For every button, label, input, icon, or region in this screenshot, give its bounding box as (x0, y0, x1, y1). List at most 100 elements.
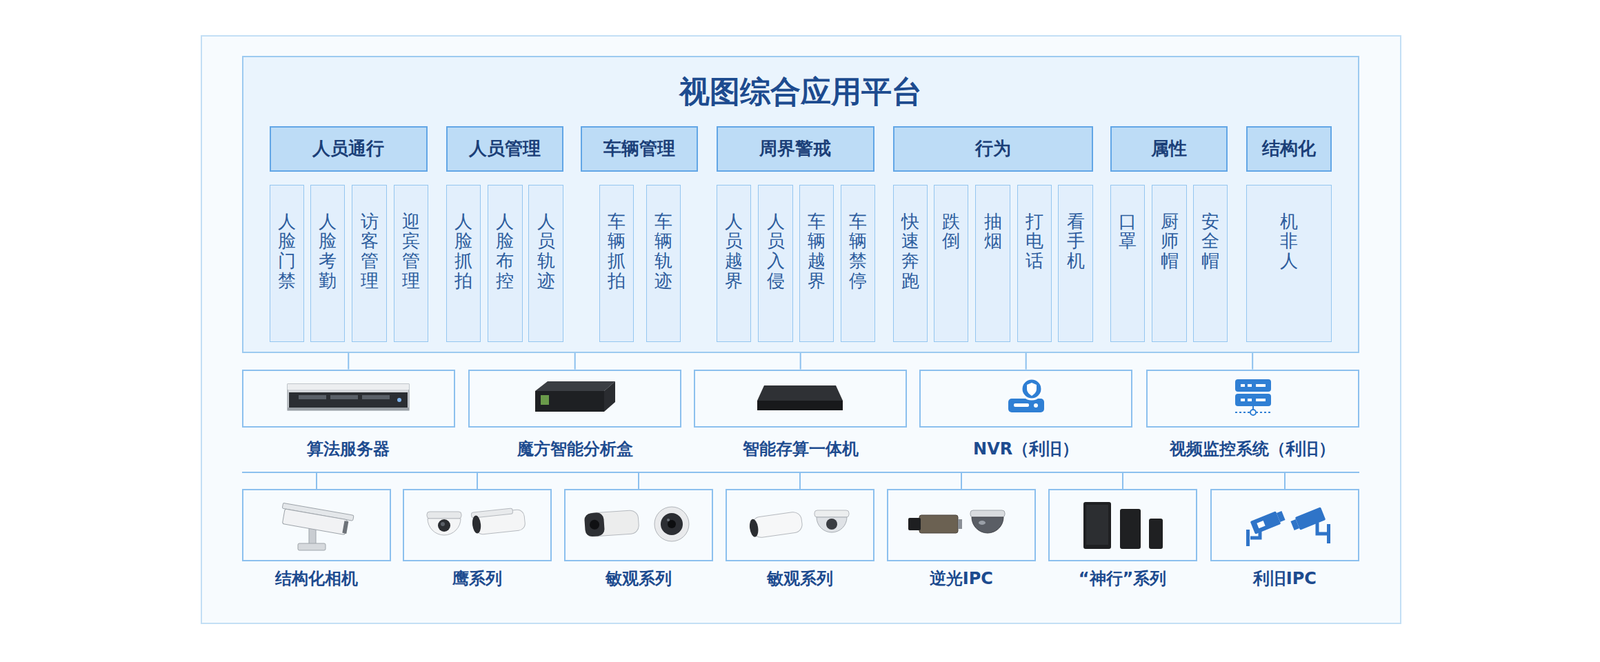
ipc-wall (1246, 529, 1250, 547)
unit-top (757, 385, 843, 401)
function-column: 人脸抓拍 (446, 184, 481, 343)
dome-shell (427, 518, 461, 536)
function-label: 人员入侵 (766, 211, 785, 291)
category-label: 结构化 (1262, 137, 1316, 160)
device-tablets-illustration (1083, 502, 1163, 549)
box-top (535, 381, 616, 392)
dome-base (426, 511, 462, 519)
category-header: 人员通行 (269, 126, 428, 172)
camera-box: 逆光IPC (886, 488, 1036, 562)
function-label: 车辆禁停 (848, 211, 867, 291)
device-box: NVR（利旧） (919, 369, 1133, 428)
platform-box: 视图综合应用平台人员通行人脸门禁人脸考勤访客管理迎宾管理人员管理人脸抓拍人脸布控… (242, 55, 1360, 354)
category-header: 行为 (893, 126, 1094, 172)
icon-unit (1235, 393, 1272, 407)
category-label: 车辆管理 (603, 137, 676, 160)
icon-dot (1255, 398, 1266, 402)
tablet (1120, 508, 1141, 549)
device-label: 智能存算一体机 (742, 439, 859, 460)
bullet-camera-illustration (584, 509, 640, 537)
housing-window (342, 520, 349, 534)
ipc-front (1290, 519, 1300, 531)
function-label: 人员轨迹 (537, 211, 556, 291)
bullet-front (584, 512, 605, 538)
function-label: 人脸考勤 (318, 211, 337, 291)
device-box: 视频监控系统（利旧） (1146, 369, 1360, 428)
function-column: 人员入侵 (757, 184, 793, 343)
housing-body (282, 508, 347, 536)
function-label: 迎宾管理 (402, 211, 420, 291)
icon-node (1250, 409, 1256, 416)
ipc-body (1250, 511, 1282, 535)
function-column: 人员轨迹 (528, 184, 563, 343)
ipc-icon (1246, 508, 1287, 547)
storage-unit-illustration (757, 385, 843, 411)
camera-label: “神行”系列 (1078, 568, 1167, 589)
bus-stub (1122, 472, 1124, 489)
function-column: 打电话 (1017, 184, 1052, 343)
ipc-front (1276, 511, 1286, 523)
icon-dot (1247, 384, 1252, 387)
camera-label: 利旧IPC (1253, 568, 1317, 589)
bus-stub (315, 472, 318, 489)
dome-shell (816, 517, 847, 533)
category-label: 属性 (1151, 137, 1187, 160)
function-column: 人员越界 (716, 184, 752, 343)
function-column: 口罩 (1110, 184, 1145, 343)
dome-shell (971, 517, 1004, 534)
function-column: 车辆抓拍 (599, 184, 634, 343)
function-label: 人脸门禁 (277, 211, 296, 291)
category-label: 行为 (975, 137, 1012, 160)
outer-frame (201, 35, 1401, 624)
ipc-wall (1326, 524, 1331, 544)
turret-face (660, 513, 683, 536)
function-label: 机非人 (1280, 211, 1298, 272)
function-column: 人脸考勤 (310, 184, 345, 343)
dome-base (814, 510, 849, 518)
box-sticker (540, 395, 549, 405)
function-column: 看手机 (1057, 184, 1093, 343)
ipc-icon (1289, 506, 1331, 544)
turret-shell (654, 506, 689, 542)
dome-camera-illustration (814, 510, 849, 533)
device-label: 视频监控系统（利旧） (1169, 439, 1336, 460)
icon-led (1033, 403, 1038, 408)
connector-line (1025, 353, 1027, 370)
category-header: 属性 (1110, 126, 1228, 172)
device-box: 智能存算一体机 (693, 369, 907, 428)
unit-front (757, 400, 843, 411)
function-label: 车辆抓拍 (607, 211, 626, 291)
icon-slot (1013, 403, 1029, 407)
structured-camera-illustration (279, 502, 354, 551)
device-label: 魔方智能分析盒 (517, 439, 634, 460)
bus-stub (637, 472, 640, 489)
function-label: 车辆越界 (807, 211, 826, 291)
dome-camera-illustration (426, 511, 462, 536)
camera-box: 结构化相机 (242, 488, 392, 562)
camera-base (297, 543, 326, 551)
category-header: 结构化 (1246, 126, 1332, 172)
nvr-icon (1008, 378, 1045, 413)
bus-stub (1284, 472, 1286, 489)
icon-dot (1240, 384, 1245, 387)
box-camera-body (919, 515, 958, 534)
category-header: 周界警戒 (716, 126, 875, 172)
bus-stub (799, 472, 801, 489)
category-header: 车辆管理 (580, 126, 698, 172)
ipc-mark (1256, 520, 1265, 529)
monitoring-system-icon (1235, 379, 1272, 416)
dome-base (970, 510, 1005, 518)
ipc-icon-body (1250, 508, 1287, 535)
function-column: 抽烟 (975, 184, 1010, 343)
device-label: 算法服务器 (306, 439, 390, 460)
ipc-icon-body (1289, 506, 1326, 533)
icon-dot (1247, 398, 1252, 402)
category-label: 人员通行 (312, 137, 385, 160)
connector-line (800, 353, 802, 370)
connector-line (1251, 353, 1254, 370)
bullet-body (751, 511, 803, 539)
drive-bay (330, 395, 358, 400)
device-box: 魔方智能分析盒 (468, 369, 682, 428)
ipc-bracket (1250, 528, 1260, 538)
icon-base (1008, 398, 1045, 413)
